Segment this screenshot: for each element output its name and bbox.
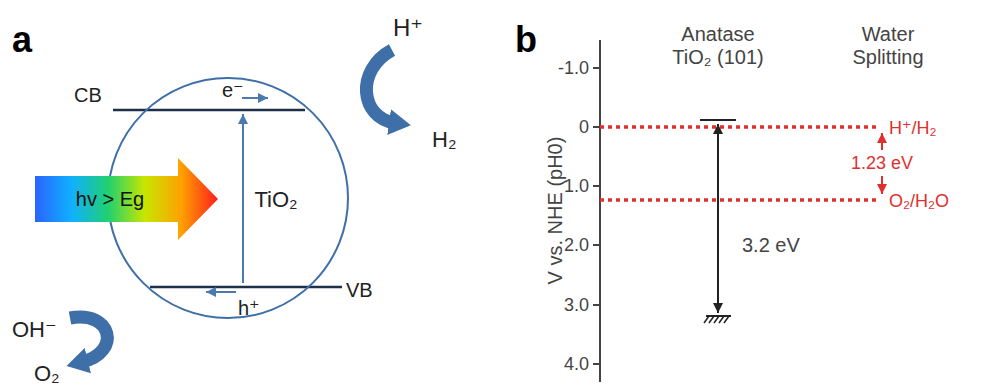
band-label: VB [346,279,373,302]
species-label: H₂ [432,127,456,152]
species-label: OH⁻ [12,317,57,342]
carrier-label: e⁻ [222,79,244,102]
tick-label: 1.0 [564,176,589,197]
tick-label: 0 [579,117,589,138]
axis-title: V vs. NHE (pH0) [545,136,568,284]
panel-letter: a [12,19,32,60]
tick-label: 2.0 [564,235,589,256]
band-label: CB [74,84,102,107]
tick-label: 4.0 [564,354,589,375]
redox-couple: O₂/H₂O [889,191,949,212]
redox-couple: H⁺/H₂ [889,118,937,139]
gap-value: 1.23 eV [851,153,913,174]
light-label: hv > Eg [76,188,144,211]
gap-value: 3.2 eV [742,234,800,257]
material-label: TiO₂ [254,187,297,212]
panel-letter: b [515,19,537,60]
band-lines [113,98,342,292]
carrier-label: h⁺ [238,297,260,320]
redox-levels [600,127,882,200]
band-gap-bar [700,120,736,323]
species-label: O₂ [34,361,60,386]
column-heading: Anatase TiO₂ (101) [662,23,774,69]
column-heading: Water Splitting [838,23,938,69]
tick-label: 3.0 [564,295,589,316]
tick-label: -1.0 [558,58,589,79]
redox-arrows [70,50,395,362]
energy-axis [593,40,600,382]
species-label: H⁺ [393,14,423,42]
